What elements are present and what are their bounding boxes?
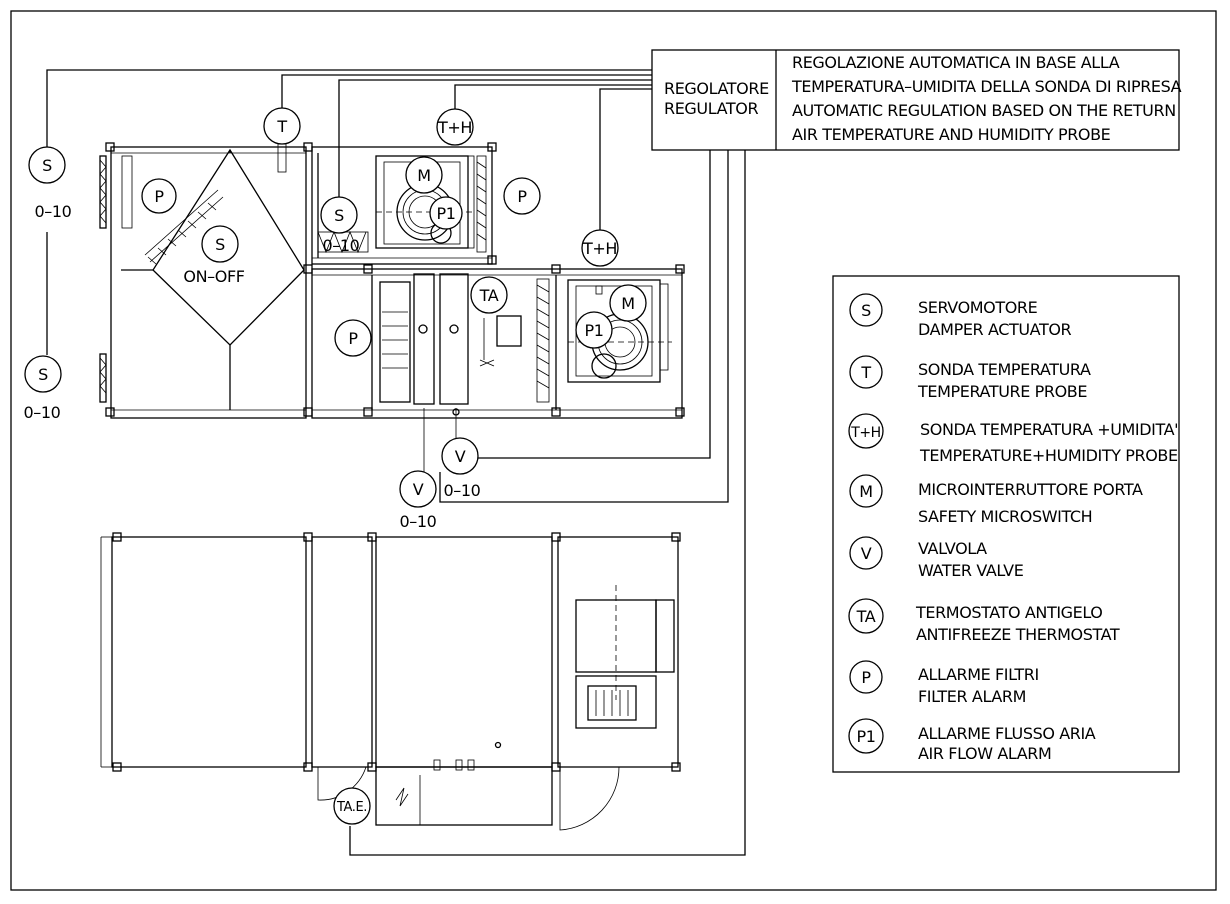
servomotor-symbol: [320, 196, 358, 234]
legend-text-it: TERMOSTATO ANTIGELO: [915, 603, 1103, 622]
ahu-plan-bottom: [100, 532, 681, 831]
servomotor-range-label: 0–10: [323, 236, 360, 255]
legend-symbol: [848, 598, 884, 634]
filter-alarm-symbol: [141, 178, 177, 214]
water-valve-label: V: [413, 480, 424, 499]
legend-text-it: SONDA TEMPERATURA +UMIDITA': [920, 420, 1178, 439]
regulator-desc-line4: AIR TEMPERATURE AND HUMIDITY PROBE: [792, 125, 1111, 144]
legend-item: V VALVOLA WATER VALVE: [849, 536, 1024, 580]
legend-symbol: [849, 355, 883, 389]
legend-text-it: ALLARME FILTRI: [918, 665, 1039, 684]
external-antifreeze-thermostat-label: TA.E.: [336, 800, 367, 815]
filter-alarm-label: P: [348, 329, 358, 348]
legend-symbol: [849, 474, 883, 508]
legend-text-en: ANTIFREEZE THERMOSTAT: [916, 625, 1120, 644]
servomotor-range-label: 0–10: [24, 403, 61, 422]
legend-text-en: AIR FLOW ALARM: [918, 744, 1051, 763]
regulator-label-it: REGOLATORE: [664, 79, 769, 98]
temperature-probe-label: T: [276, 117, 287, 136]
legend-text-it: SERVOMOTORE: [918, 298, 1038, 317]
valve-range-label: 0–10: [444, 481, 481, 500]
legend-item: T SONDA TEMPERATURA TEMPERATURE PROBE: [849, 355, 1091, 401]
temp-humidity-probe-symbol: [436, 108, 474, 146]
legend-text-en: SAFETY MICROSWITCH: [918, 507, 1092, 526]
filter-alarm-symbol: [334, 319, 372, 357]
legend-item: S SERVOMOTORE DAMPER ACTUATOR: [849, 293, 1072, 339]
legend-text-en: FILTER ALARM: [918, 687, 1026, 706]
legend-text-en: TEMPERATURE+HUMIDITY PROBE: [919, 446, 1178, 465]
servomotor-symbol-label: S: [215, 235, 225, 254]
servomotor-symbol-label: S: [38, 365, 48, 384]
microswitch-label: M: [417, 166, 430, 185]
regulator-desc-line3: AUTOMATIC REGULATION BASED ON THE RETURN: [792, 101, 1176, 120]
legend-text-it: SONDA TEMPERATURA: [918, 360, 1091, 379]
legend-text-it: ALLARME FLUSSO ARIA: [918, 724, 1096, 743]
on-off-label: ON–OFF: [183, 267, 244, 286]
filter-alarm-symbol: [503, 177, 541, 215]
legend-text-it: MICROINTERRUTTORE PORTA: [918, 480, 1143, 499]
valve-range-label: 0–10: [400, 512, 437, 531]
external-antifreeze-thermostat-symbol: [333, 787, 371, 825]
servomotor-range-label: 0–10: [35, 202, 72, 221]
servomotor-symbol-label: S: [42, 156, 52, 175]
legend-symbol: [848, 413, 884, 449]
regulator-label-en: REGULATOR: [664, 99, 758, 118]
legend-symbol: [849, 293, 883, 327]
servomotor-symbol-label: S: [334, 206, 344, 225]
legend-text-it: VALVOLA: [918, 539, 987, 558]
legend-symbol-label: T: [860, 363, 871, 382]
servomotor-symbol: [28, 146, 66, 184]
diagram-symbols: S 0–10 S 0–10 P S ON–OFF T S 0–10 T+H M …: [24, 107, 647, 825]
air-flow-alarm-label: P1: [436, 204, 455, 223]
sheet-border: [10, 10, 1217, 891]
legend-text-en: WATER VALVE: [918, 561, 1024, 580]
temp-humidity-probe-label: T+H: [437, 118, 472, 137]
air-flow-alarm-label: P1: [584, 321, 603, 340]
legend-symbol-label: P1: [856, 727, 875, 746]
microswitch-label: M: [621, 294, 634, 313]
temp-humidity-probe-symbol: [581, 229, 619, 267]
legend-symbol-label: P: [861, 668, 871, 687]
microswitch-symbol: [609, 284, 647, 322]
regulator-box: REGOLATORE REGULATOR REGOLAZIONE AUTOMAT…: [651, 49, 1182, 151]
legend-item: TA TERMOSTATO ANTIGELO ANTIFREEZE THERMO…: [848, 598, 1120, 644]
legend-symbol-label: T+H: [850, 425, 881, 441]
regulator-desc-line1: REGOLAZIONE AUTOMATICA IN BASE ALLA: [792, 53, 1120, 72]
servomotor-symbol: [201, 225, 239, 263]
legend-box: S SERVOMOTORE DAMPER ACTUATOR T SONDA TE…: [832, 275, 1180, 773]
water-valve-label: V: [455, 447, 466, 466]
water-valve-symbol: [399, 470, 437, 508]
temperature-probe-symbol: [263, 107, 301, 145]
legend-symbol-label: M: [859, 482, 872, 501]
legend-symbol-label: TA: [856, 607, 876, 626]
air-flow-alarm-symbol: [429, 196, 463, 230]
filter-alarm-label: P: [154, 187, 164, 206]
air-flow-alarm-symbol: [575, 311, 613, 349]
legend-symbol: [849, 660, 883, 694]
legend-symbol-label: S: [861, 301, 871, 320]
water-valve-symbol: [441, 437, 479, 475]
servomotor-symbol: [24, 355, 62, 393]
legend-item: T+H SONDA TEMPERATURA +UMIDITA' TEMPERAT…: [848, 413, 1179, 465]
legend-item: M MICROINTERRUTTORE PORTA SAFETY MICROSW…: [849, 474, 1143, 526]
legend-item: P ALLARME FILTRI FILTER ALARM: [849, 660, 1039, 706]
legend-symbol: [848, 718, 884, 754]
legend-text-en: TEMPERATURE PROBE: [917, 382, 1087, 401]
antifreeze-thermostat-symbol: [470, 276, 508, 314]
microswitch-symbol: [405, 156, 443, 194]
filter-alarm-label: P: [517, 187, 527, 206]
legend-symbol: [849, 536, 883, 570]
legend-item: P1 ALLARME FLUSSO ARIA AIR FLOW ALARM: [848, 718, 1096, 763]
temp-humidity-probe-label: T+H: [582, 239, 617, 258]
legend-symbol-label: V: [861, 544, 872, 563]
legend-text-en: DAMPER ACTUATOR: [918, 320, 1072, 339]
antifreeze-thermostat-label: TA: [479, 286, 499, 305]
control-wiring: [46, 69, 746, 856]
regulator-desc-line2: TEMPERATURA–UMIDITA DELLA SONDA DI RIPRE…: [791, 77, 1182, 96]
